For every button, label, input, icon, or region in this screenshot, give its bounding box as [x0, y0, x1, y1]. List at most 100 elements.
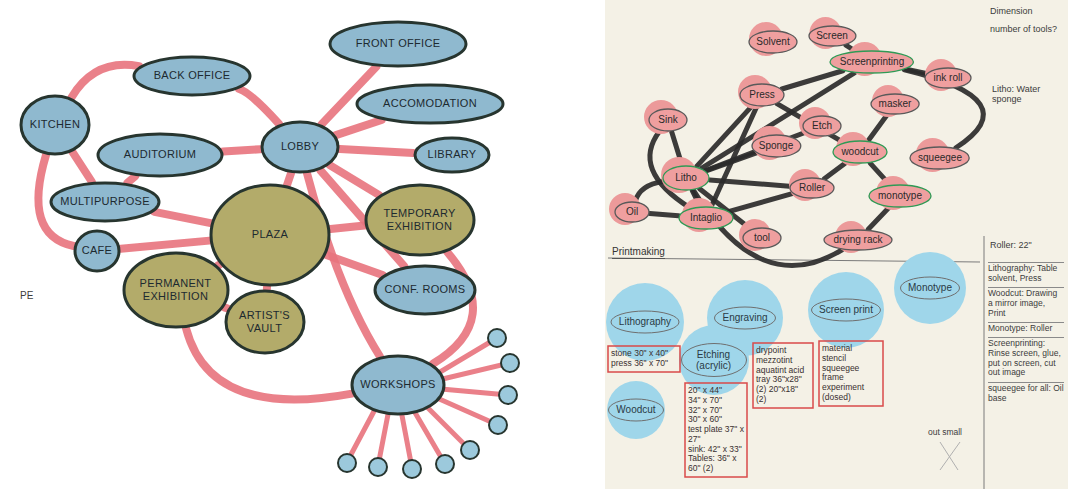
node-label: stencil — [822, 354, 880, 364]
node-text: ARTIST'S VAULT — [234, 309, 296, 335]
node-label: tool — [753, 232, 771, 244]
node-label: drypoint mezzotint aquatint acid tray 36… — [756, 346, 810, 405]
node-text: woodcut — [841, 146, 880, 158]
pencil-loop — [679, 207, 733, 229]
node-text: Oil — [625, 206, 639, 218]
node-label: Roller — [798, 182, 826, 194]
small-room — [489, 416, 507, 434]
small-room — [338, 454, 356, 472]
node-text: tool — [753, 232, 771, 244]
node-label: Woodcut — [616, 404, 657, 416]
node-label: Sponge — [758, 140, 794, 152]
node-text: PLAZA — [251, 228, 289, 241]
room-bubble: ACCOMODATION — [355, 83, 505, 125]
room-bubble: MULTIPURPOSE — [49, 181, 161, 223]
room-bubble: FRONT OFFICE — [328, 20, 468, 68]
room-bubble: CAFE — [73, 229, 121, 273]
node-text: Etch — [811, 120, 833, 132]
small-room — [369, 458, 387, 476]
tool-bubble: Oil — [614, 201, 650, 223]
bubble-outline — [211, 185, 329, 285]
blue-disc — [894, 252, 966, 324]
section-heading: Printmaking — [612, 246, 665, 259]
public-bubble: PERMANENT EXHIBITION — [122, 251, 230, 329]
note-text: out small — [928, 428, 962, 438]
node-text: Screenprinting — [839, 56, 905, 68]
node-label: woodcut — [841, 146, 880, 158]
node-text: Intaglio — [689, 212, 723, 224]
connector — [868, 114, 887, 140]
note-text: Dimension — [990, 6, 1033, 16]
red-frame — [685, 383, 747, 477]
connector — [340, 149, 413, 153]
connector — [154, 212, 210, 223]
pencil-loop — [824, 230, 892, 250]
connector — [73, 152, 92, 182]
node-text: FRONT OFFICE — [355, 37, 441, 50]
node-label: Screen print — [819, 304, 874, 316]
spec-box: 20" x 44"34" x 70"32" x 70"30" x 60"test… — [684, 382, 748, 478]
node-text: LOBBY — [280, 140, 320, 153]
node-label: Screen — [815, 30, 848, 42]
tool-bubble: drying rack — [823, 229, 893, 251]
technique-circle: Monotype — [894, 252, 966, 324]
connector — [711, 107, 756, 207]
node-text: CAFE — [81, 244, 113, 257]
node-text: Sponge — [758, 140, 794, 152]
pencil-loop — [869, 185, 931, 207]
connector — [326, 255, 382, 275]
note-text: Lithography: Table solvent, Press — [988, 262, 1064, 284]
connector — [71, 65, 139, 98]
room-bubble: CONF. ROOMS — [373, 264, 477, 316]
bubble-outline — [124, 253, 228, 327]
note-text: Monotype: Roller — [988, 322, 1064, 334]
bubble-outline — [262, 122, 338, 172]
note-text: Roller: 22" — [990, 240, 1032, 250]
node-label: Tables: 36" x 60" (2) — [688, 454, 744, 474]
tool-bubble: Sponge — [751, 134, 802, 158]
node-label: PERMANENT EXHIBITION — [135, 277, 217, 303]
connector — [650, 213, 679, 215]
small-room — [499, 386, 517, 404]
bubble-outline — [366, 185, 474, 255]
small-room — [501, 354, 519, 372]
pencil-loop — [615, 202, 649, 222]
connector — [782, 71, 843, 89]
node-label: Engraving — [722, 312, 769, 324]
node-text: KITCHEN — [29, 118, 81, 131]
bubble-outline — [134, 57, 250, 95]
small-room — [461, 441, 479, 459]
node-text: Screen print — [819, 304, 874, 316]
node-label: 20" x 44" — [688, 386, 744, 396]
technique-circle: Screen print — [808, 272, 884, 348]
note-text: PE — [20, 290, 33, 302]
node-text: Etching (acrylic) — [689, 349, 739, 372]
node-label: PLAZA — [251, 228, 289, 241]
connector — [868, 207, 889, 229]
node-text: AUDITORIUM — [123, 148, 197, 161]
red-frame — [819, 341, 883, 406]
node-text: Lithography — [618, 316, 672, 328]
tool-bubble: ink roll — [924, 67, 972, 89]
pencil-loop — [790, 178, 834, 198]
node-label: Etch — [811, 120, 833, 132]
node-text: ink roll — [933, 72, 963, 84]
pencil-loop — [715, 307, 776, 329]
node-text: Solvent — [756, 36, 791, 48]
technique-circle: Woodcut — [607, 381, 665, 439]
pencil-loop — [611, 311, 679, 333]
node-label: Etching (acrylic) — [689, 349, 739, 372]
connector — [702, 73, 855, 168]
bubble-outline — [75, 231, 119, 271]
node-label: material — [822, 344, 880, 354]
node-label: 34" x 70" — [688, 396, 744, 406]
spec-box: materialstencilsqueegeeframeexperiment(d… — [818, 340, 884, 407]
node-label: MULTIPURPOSE — [60, 195, 151, 208]
tool-bubble: Etch — [802, 115, 842, 137]
node-label: ink roll — [933, 72, 963, 84]
pencil-loop — [871, 94, 919, 114]
node-label: AUDITORIUM — [123, 148, 197, 161]
node-text: drying rack — [833, 234, 883, 246]
tool-bubble: Solvent — [748, 30, 798, 54]
